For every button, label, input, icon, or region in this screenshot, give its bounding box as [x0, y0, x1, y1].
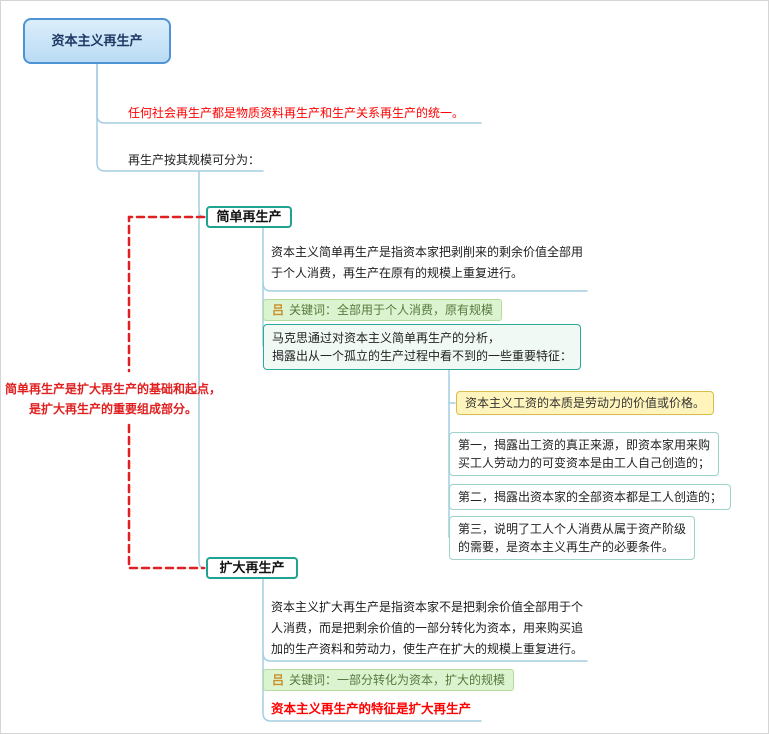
- simple-keyword-node[interactable]: 吕 关键词：全部用于个人消费，原有规模: [263, 299, 503, 321]
- branch-simple-desc: [262, 282, 588, 292]
- analysis-point-2[interactable]: 第二，揭露出资本家的全部资本都是工人创造的；: [449, 484, 732, 510]
- simple-reproduction-node[interactable]: 简单再生产: [206, 206, 292, 228]
- branch-scale-note: [96, 63, 264, 172]
- branch-scale-drop: [198, 170, 208, 569]
- analysis-node[interactable]: 马克思通过对资本主义简单再生产的分析， 揭露出从一个孤立的生产过程中看不到的一些…: [263, 324, 582, 370]
- expanded-desc[interactable]: 资本主义扩大再生产是指资本家不是把剩余价值全部用于个 人消费，而是把剩余价值的一…: [271, 600, 584, 656]
- tag-icon: 吕: [272, 673, 285, 687]
- relationship-dashed-top: [127, 215, 206, 373]
- expanded-reproduction-node[interactable]: 扩大再生产: [206, 557, 298, 579]
- branch-expanded-desc: [262, 652, 588, 662]
- expanded-children-drop: [262, 578, 482, 722]
- tag-icon: 吕: [272, 303, 285, 317]
- root-node[interactable]: 资本主义再生产: [23, 18, 171, 64]
- relationship-dashed-bottom: [127, 423, 206, 570]
- expanded-keyword-label: 关键词：一部分转化为资本，扩大的规模: [289, 673, 506, 687]
- note-unity[interactable]: 任何社会再生产都是物质资料再生产和生产关系再生产的统一。: [128, 106, 465, 120]
- wage-note-node[interactable]: 资本主义工资的本质是劳动力的价值或价格。: [456, 391, 715, 415]
- note-scale[interactable]: 再生产按其规模可分为：: [128, 153, 261, 167]
- simple-desc[interactable]: 资本主义简单再生产是指资本家把剥削来的剩余价值全部用 于个人消费，再生产在原有的…: [271, 245, 584, 280]
- expanded-keyword-node[interactable]: 吕 关键词：一部分转化为资本，扩大的规模: [263, 669, 515, 691]
- analysis-point-1[interactable]: 第一，揭露出工资的真正来源，即资本家用来购 买工人劳动力的可变资本是由工人自己创…: [449, 432, 720, 476]
- simple-keyword-label: 关键词：全部用于个人消费，原有规模: [289, 303, 494, 317]
- relationship-annotation[interactable]: 简单再生产是扩大再生产的基础和起点， 是扩大再生产的重要组成部分。: [4, 382, 221, 416]
- feature-note[interactable]: 资本主义再生产的特征是扩大再生产: [271, 702, 472, 716]
- analysis-point-3[interactable]: 第三，说明了工人个人消费从属于资产阶级 的需要，是资本主义再生产的必要条件。: [449, 516, 696, 560]
